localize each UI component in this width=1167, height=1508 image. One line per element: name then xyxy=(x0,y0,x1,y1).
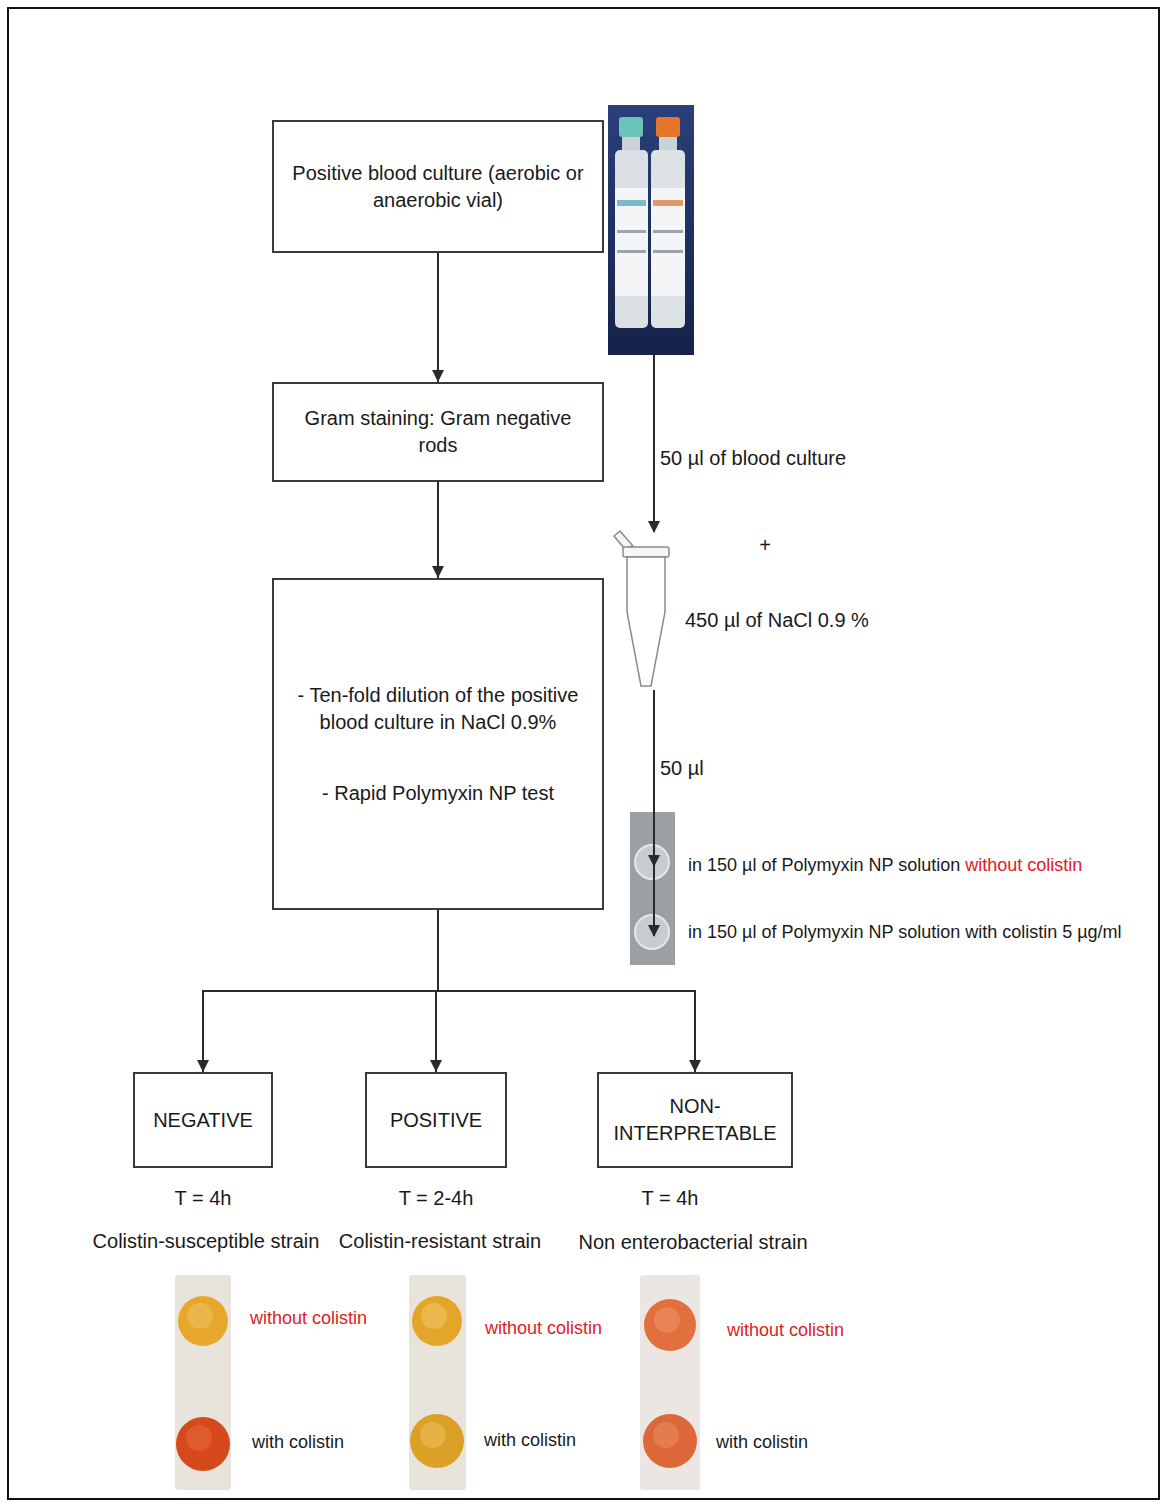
result-box: POSITIVE xyxy=(365,1072,507,1168)
result-description: Colistin-susceptible strain xyxy=(93,1230,320,1252)
label-row: T = 2-4h xyxy=(399,1186,474,1211)
time-label: T = 4h xyxy=(642,1187,699,1209)
label-row: with colistin xyxy=(252,1431,344,1454)
label-row: 50 µl xyxy=(660,756,704,781)
plus-sign: + xyxy=(759,534,771,556)
label-row: Colistin-susceptible strain xyxy=(93,1229,320,1254)
label-row: Colistin-resistant strain xyxy=(339,1229,541,1254)
result-box: NEGATIVE xyxy=(133,1072,273,1168)
plate-photo xyxy=(630,812,675,965)
label-row: without colistin xyxy=(250,1307,367,1330)
label-row: + xyxy=(759,533,771,558)
label-row: 50 µl of blood culture xyxy=(660,446,846,471)
flow-arrow xyxy=(437,253,439,382)
transfer-arrow xyxy=(653,866,655,936)
node-text: NON-INTERPRETABLE xyxy=(609,1093,781,1147)
volume-label: 50 µl xyxy=(660,757,704,779)
well-description: in 150 µl of Polymyxin NP solution with … xyxy=(688,922,1122,942)
label-row: 450 µl of NaCl 0.9 % xyxy=(685,608,869,633)
node-text: - Ten-fold dilution of the positive bloo… xyxy=(284,682,592,736)
label-row: in 150 µl of Polymyxin NP solutionwithou… xyxy=(688,854,1082,877)
condition-label: with colistin xyxy=(252,1432,344,1452)
flow-arrow xyxy=(438,910,695,1072)
label-row: Non enterobacterial strain xyxy=(578,1230,807,1255)
result-wells-negative xyxy=(175,1275,231,1490)
condition-label: with colistin xyxy=(484,1430,576,1450)
result-wells-positive xyxy=(409,1275,466,1490)
flow-arrow xyxy=(437,482,439,578)
time-label: T = 4h xyxy=(175,1187,232,1209)
volume-label: 450 µl of NaCl 0.9 % xyxy=(685,609,869,631)
result-description: Non enterobacterial strain xyxy=(578,1231,807,1253)
result-description: Colistin-resistant strain xyxy=(339,1230,541,1252)
label-row: in 150 µl of Polymyxin NP solution with … xyxy=(688,921,1122,944)
node-text: POSITIVE xyxy=(390,1107,482,1134)
label-row: T = 4h xyxy=(175,1186,232,1211)
label-row: T = 4h xyxy=(642,1186,699,1211)
result-wells-non-interpretable xyxy=(640,1275,700,1490)
process-box: - Ten-fold dilution of the positive bloo… xyxy=(272,578,604,910)
node-text: - Rapid Polymyxin NP test xyxy=(322,780,554,807)
node-text: Gram staining: Gram negative rods xyxy=(284,405,592,459)
well-description: in 150 µl of Polymyxin NP solution xyxy=(688,855,960,875)
frame xyxy=(8,8,1159,1499)
volume-label: 50 µl of blood culture xyxy=(660,447,846,469)
label-row: with colistin xyxy=(484,1429,576,1452)
vials-photo xyxy=(608,105,694,355)
condition-label: without colistin xyxy=(485,1318,602,1338)
time-label: T = 2-4h xyxy=(399,1187,474,1209)
node-text: NEGATIVE xyxy=(153,1107,253,1134)
process-box: Positive blood culture (aerobic or anaer… xyxy=(272,120,604,253)
condition-label: without colistin xyxy=(727,1320,844,1340)
label-row: without colistin xyxy=(727,1319,844,1342)
tube-icon xyxy=(614,531,669,686)
flow-arrow xyxy=(203,910,438,1072)
result-box: NON-INTERPRETABLE xyxy=(597,1072,793,1168)
label-row: with colistin xyxy=(716,1431,808,1454)
label-row: without colistin xyxy=(485,1317,602,1340)
process-box: Gram staining: Gram negative rods xyxy=(272,382,604,482)
node-text: Positive blood culture (aerobic or anaer… xyxy=(284,160,592,214)
condition-label: with colistin xyxy=(716,1432,808,1452)
transfer-arrow xyxy=(653,355,655,532)
condition-label: without colistin xyxy=(965,855,1082,875)
condition-label: without colistin xyxy=(250,1308,367,1328)
transfer-arrow xyxy=(653,690,655,866)
